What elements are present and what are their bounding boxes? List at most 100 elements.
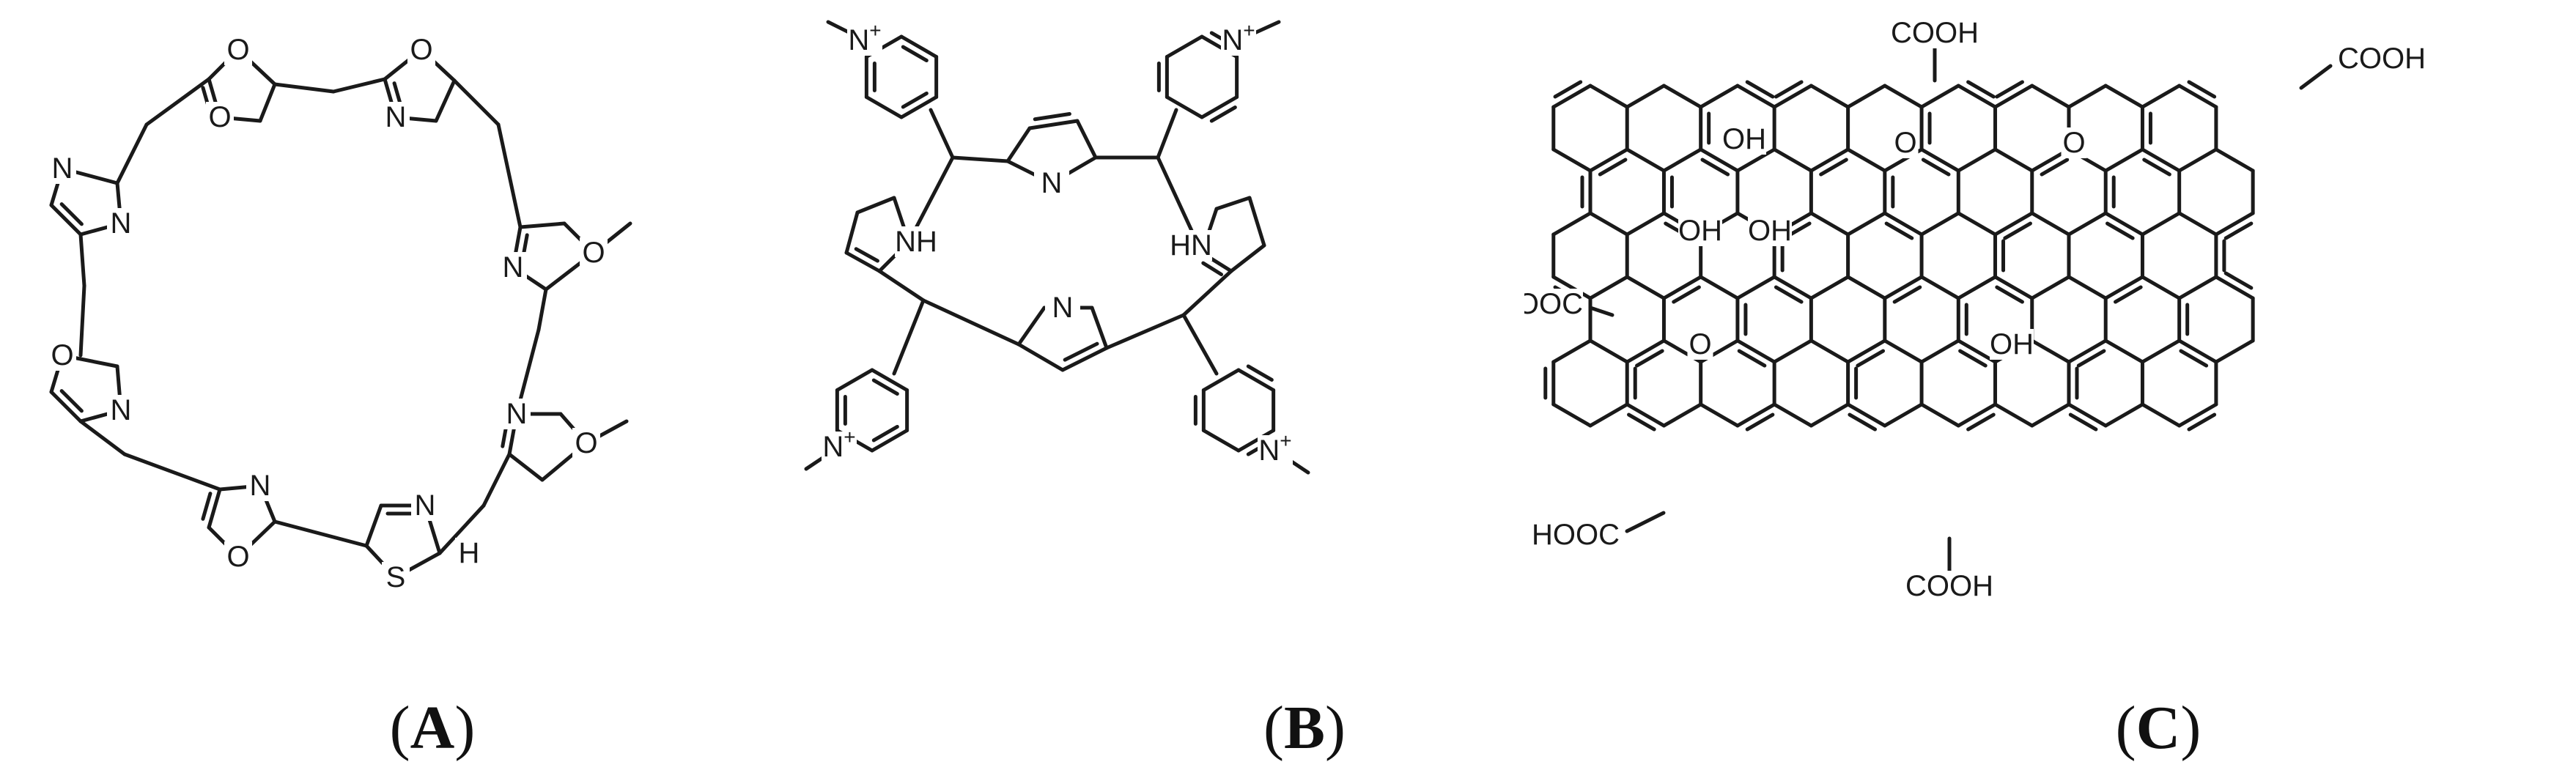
lattice-bond — [1809, 147, 1850, 173]
lattice-bond-inner — [1995, 80, 2024, 99]
lattice-bond — [1735, 275, 1776, 300]
label-knockout — [2061, 127, 2087, 158]
lattice-bond — [1699, 84, 1740, 109]
lattice-bond — [1846, 402, 1887, 428]
lattice-bond — [2067, 211, 2108, 237]
lattice-bond — [1735, 84, 1776, 109]
label-knockout — [847, 25, 882, 56]
lattice-bond — [2067, 402, 2108, 428]
lattice-bond — [1588, 211, 1629, 237]
lattice-bond — [1625, 211, 1666, 237]
ring-bond-inner — [1209, 106, 1237, 123]
lattice-bond — [1809, 275, 1850, 300]
lattice-bond-inner — [1737, 349, 1767, 368]
bond-line — [1104, 313, 1186, 350]
ring-bond — [49, 203, 83, 237]
lattice-bond — [1551, 211, 1593, 237]
ring-bond — [1016, 306, 1047, 347]
lattice-bond — [1588, 402, 1629, 428]
atom-label-N-thiazoline: N — [415, 489, 436, 522]
lattice-bond — [1919, 84, 1960, 109]
lattice-bond — [2214, 338, 2255, 364]
bond-line — [438, 503, 486, 555]
label-knockout — [1722, 124, 1766, 155]
lattice-bond — [1625, 147, 1666, 173]
ring-bond — [855, 196, 896, 215]
atom-label-N-left-lower: N — [111, 394, 132, 426]
lattice-bond — [1846, 275, 1887, 300]
atom-label-OH-mid-1: OH — [1678, 215, 1722, 247]
lattice-bond — [1993, 147, 2034, 173]
bond-line — [78, 419, 127, 456]
lattice-bond — [2030, 211, 2071, 237]
lattice-bond-inner — [1553, 80, 1583, 99]
ring-bond — [507, 452, 545, 482]
lattice-bond — [1809, 338, 1850, 364]
bond-line — [452, 78, 501, 127]
atom-label-OH-top-left: OH — [1722, 123, 1766, 155]
lattice-bond — [2177, 338, 2218, 364]
ring-bond — [870, 429, 909, 453]
lattice-bond-inner — [2106, 221, 2135, 240]
ring-bond — [1075, 119, 1098, 160]
ring-bond — [207, 487, 222, 530]
label-knockout — [822, 432, 857, 462]
label-knockout — [1990, 329, 2034, 360]
lattice-bond-inner — [1819, 158, 1848, 177]
lattice-bond — [2067, 275, 2108, 300]
label-knockout — [1909, 571, 1990, 602]
ring-bond — [899, 34, 939, 59]
lattice-bond — [1661, 402, 1703, 428]
lattice-bond — [2140, 402, 2182, 428]
lattice-bond — [1956, 275, 1998, 300]
lattice-bond — [1846, 338, 1887, 364]
atom-label-NH-left-pyrrole: NH — [895, 226, 937, 258]
lattice-bond — [1883, 275, 1924, 300]
lattice-bond — [2030, 338, 2071, 364]
label-knockout — [1678, 215, 1722, 246]
lattice-bond — [2177, 275, 2218, 300]
lattice-bond — [1699, 147, 1740, 173]
lattice-bond-inner — [1856, 349, 1886, 368]
lattice-bond — [1588, 147, 1629, 173]
ring-bond — [364, 503, 383, 548]
atom-label-N-right-upper: N — [503, 251, 524, 284]
atom-label-N-top-right: N — [385, 101, 407, 133]
bond-line — [78, 232, 86, 288]
atom-label-COOH-top: COOH — [1891, 17, 1979, 49]
atom-label-HN-right-pyrrole: HN — [1170, 229, 1212, 262]
lattice-bond-inner — [1598, 158, 1628, 177]
atom-label-HOOC-left: HOOC — [1524, 288, 1583, 320]
ring-bond-inner — [854, 247, 879, 263]
lattice-bond-inner — [2187, 412, 2217, 432]
lattice-bond-inner — [1958, 349, 1988, 368]
ring-bond — [1236, 429, 1276, 453]
lattice-bond — [2177, 402, 2218, 428]
lattice-bond — [1551, 147, 1593, 173]
atom-label-O-epoxide-1: O — [1894, 127, 1916, 159]
ring-bond — [1214, 196, 1252, 211]
ring-bond — [864, 95, 904, 119]
ring-bond-inner — [59, 202, 84, 226]
atom-label-O-epoxide-2: O — [2062, 127, 2085, 159]
atom-label-O-left-upper: N — [52, 152, 73, 185]
lattice-bond — [2103, 338, 2144, 364]
lattice-bond — [2103, 402, 2144, 428]
lattice-bond — [1551, 84, 1593, 109]
bond-line — [78, 284, 86, 358]
ring-bond-inner — [871, 424, 899, 443]
lattice-bond — [1956, 338, 1998, 364]
ring-bond — [835, 368, 874, 392]
lattice-bond — [2030, 275, 2071, 300]
bond-line — [331, 77, 387, 94]
lattice-bond-inner — [1892, 285, 1922, 304]
lattice-bond — [1956, 84, 1998, 109]
ring-bond-inner — [201, 492, 213, 521]
ring-bond — [1005, 126, 1032, 163]
lattice-bond — [1551, 338, 1593, 364]
lattice-bond — [1956, 147, 1998, 173]
lattice-bond — [1956, 211, 1998, 237]
bond-line — [536, 287, 548, 332]
bond-line — [951, 155, 1010, 163]
